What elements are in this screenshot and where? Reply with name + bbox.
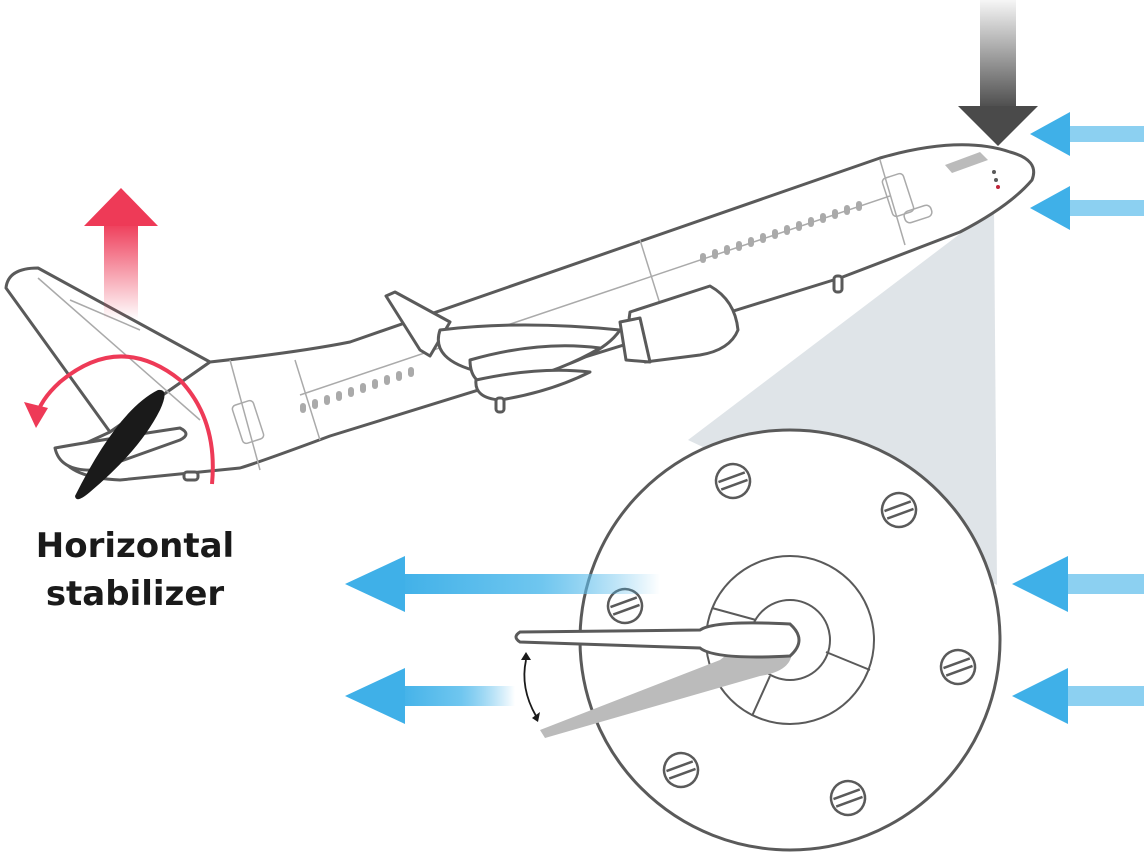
sensor-airflow-arrows (345, 556, 1144, 724)
tail-lift-arrow (84, 188, 158, 320)
label-line-2: stabilizer (45, 574, 225, 614)
cockpit-windows (945, 152, 988, 173)
nose-airflow-arrows (1030, 112, 1144, 230)
flap-2 (474, 368, 592, 402)
fuselage-details (37, 159, 933, 471)
downward-force-arrow (958, 0, 1038, 146)
horizontal-stabilizer-shape (75, 389, 165, 500)
window-row-rear (300, 367, 414, 413)
horizontal-stabilizer-label: Horizontal stabilizer (0, 522, 270, 618)
vane (514, 621, 801, 659)
wing-engine (384, 284, 740, 402)
label-line-1: Horizontal (35, 526, 235, 566)
angle-of-attack-sensor (514, 428, 1002, 852)
screws (606, 462, 977, 817)
vane-deflected (540, 633, 792, 738)
window-row-front (700, 201, 862, 263)
engine-exhaust (618, 316, 652, 364)
deflection-arrow (523, 659, 537, 717)
landing-gear (182, 274, 844, 482)
pitch-rotation-arrow (34, 354, 215, 485)
